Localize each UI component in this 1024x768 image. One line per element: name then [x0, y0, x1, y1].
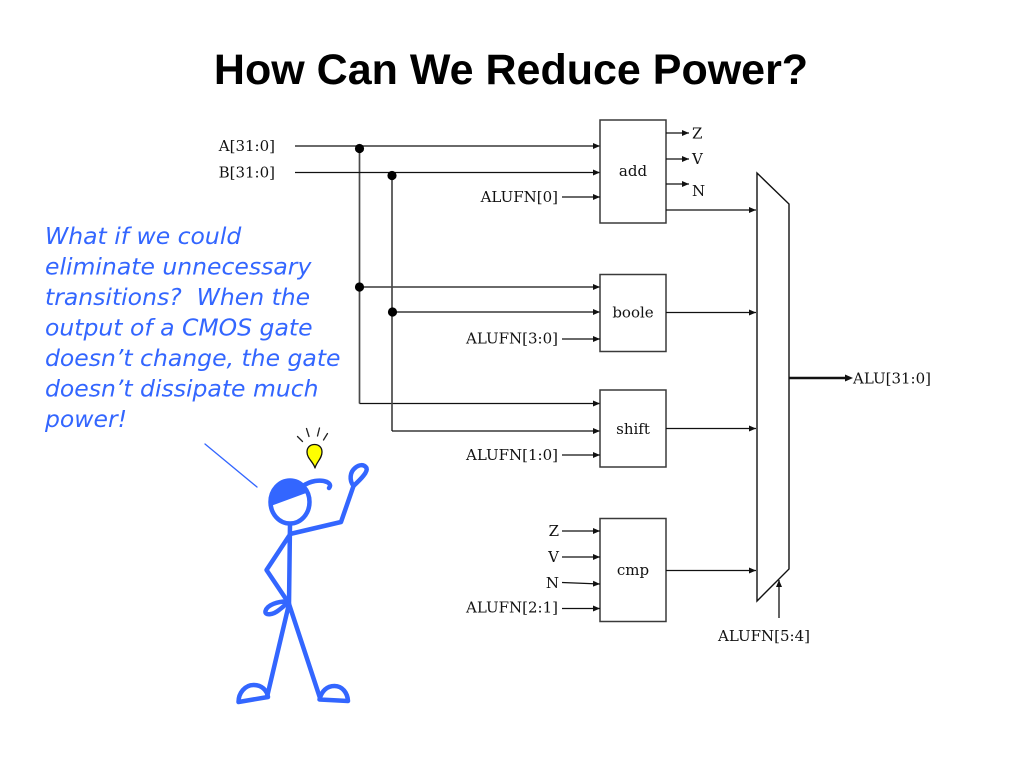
shift-block-label: shift — [616, 420, 650, 438]
boole-unit: boole ALUFN[3:0] — [465, 273, 756, 353]
cmp-control-label: ALUFN[2:1] — [465, 599, 558, 617]
junction-dot — [387, 307, 398, 317]
callout-line: What if we could — [45, 222, 242, 250]
add-flag-v-label: V — [691, 150, 704, 168]
figure-raised-hand — [348, 462, 369, 489]
callout-line: doesn’t dissipate much — [45, 375, 319, 403]
mux-shape — [756, 171, 790, 603]
add-flag-z-label: Z — [692, 125, 702, 143]
cmp-block — [599, 517, 667, 623]
boole-control-label: ALUFN[3:0] — [465, 330, 558, 348]
callout-text: What if we could eliminate unnecessary t… — [44, 222, 341, 433]
junction-dot — [354, 282, 365, 292]
cmp-block-label: cmp — [617, 561, 649, 579]
alu-diagram: A[31:0] B[31:0] add ALUFN[0] Z — [218, 119, 931, 645]
bulb-ray — [305, 427, 310, 438]
bulb-ray — [296, 435, 304, 443]
add-flag-n-label: N — [692, 182, 705, 200]
add-control-label: ALUFN[0] — [480, 188, 558, 206]
input-b: B[31:0] — [219, 164, 600, 434]
shift-unit: shift ALUFN[1:0] — [465, 389, 756, 468]
callout-line: transitions? When the — [45, 283, 310, 311]
add-block — [599, 119, 667, 224]
cap-crown-icon — [270, 480, 308, 506]
figure-raised-arm — [287, 483, 356, 537]
cmp-input-v-label: V — [547, 548, 560, 566]
callout-line: doesn’t change, the gate — [45, 344, 341, 372]
cap-brim — [300, 478, 333, 491]
boole-block — [599, 273, 667, 353]
figure-head — [268, 478, 333, 526]
shift-control-label: ALUFN[1:0] — [465, 446, 558, 464]
bulb-ray — [316, 427, 321, 437]
alu-output-arrowhead-icon — [845, 374, 853, 382]
stick-figure-icon — [204, 427, 369, 705]
callout-line: power! — [44, 405, 127, 433]
cmp-unit: cmp Z V N ALUFN[2:1] — [465, 517, 756, 623]
cmp-input-z-label: Z — [549, 522, 559, 540]
figure-right-foot — [317, 683, 351, 704]
callout-line: eliminate unnecessary — [45, 253, 312, 281]
figure-legs — [264, 601, 323, 701]
input-a: A[31:0] — [218, 137, 600, 407]
shift-block — [599, 389, 667, 468]
input-a-label: A[31:0] — [218, 137, 275, 155]
callout-line: output of a CMOS gate — [45, 314, 313, 342]
figure-hip-arm — [264, 533, 292, 605]
bulb-glass — [306, 443, 323, 469]
input-b-label: B[31:0] — [219, 164, 275, 182]
figure-hip-hand — [263, 599, 291, 617]
alu-output-label: ALU[31:0] — [852, 370, 931, 388]
cmp-input-n-label: N — [546, 574, 559, 592]
wire-cmp-input-n — [561, 580, 601, 587]
speech-pointer-line — [204, 443, 258, 488]
bulb-ray — [322, 432, 329, 441]
light-bulb-icon — [296, 427, 329, 469]
mux-select-label: ALUFN[5:4] — [717, 627, 810, 645]
junction-dot — [354, 143, 365, 154]
boole-block-label: boole — [612, 304, 653, 322]
add-unit: add ALUFN[0] Z V N — [480, 119, 756, 224]
add-block-label: add — [619, 162, 648, 180]
output-mux: ALU[31:0] ALUFN[5:4] — [717, 171, 931, 645]
slide-title: How Can We Reduce Power? — [214, 46, 808, 94]
junction-dot — [387, 170, 397, 181]
figure-left-foot — [236, 682, 271, 705]
